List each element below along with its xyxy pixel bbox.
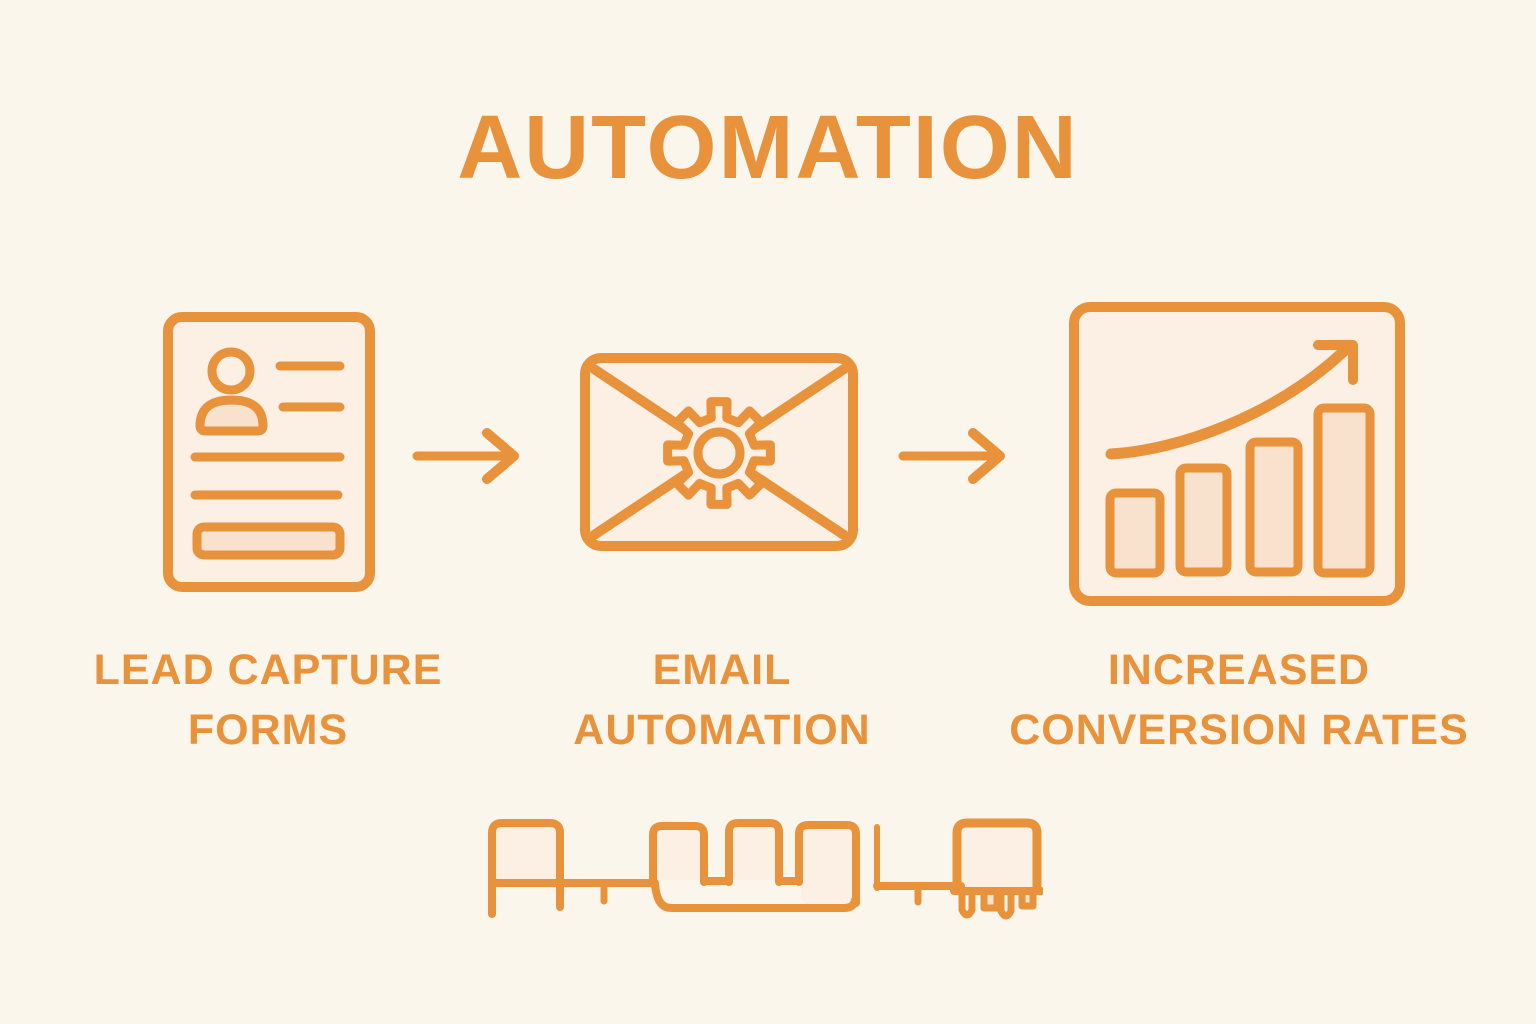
arrowhead-icon <box>1313 340 1358 385</box>
lead-capture-form-icon <box>163 312 375 599</box>
form-button-shape <box>192 522 345 560</box>
trend-curve <box>1105 346 1349 460</box>
page-title: AUTOMATION <box>457 98 1079 198</box>
form-document-icon <box>163 312 375 592</box>
label-line: AUTOMATION <box>573 706 871 754</box>
label-line: EMAIL <box>652 646 792 694</box>
label-line: CONVERSION RATES <box>1009 706 1469 754</box>
right-arrow-icon <box>412 421 536 496</box>
step-label-email-automation: EMAIL AUTOMATION <box>522 640 922 760</box>
envelope-gear-icon <box>580 353 858 551</box>
label-line: FORMS <box>187 706 349 754</box>
person-head-icon <box>207 347 255 395</box>
step-label-lead-capture-forms: LEAD CAPTURE FORMS <box>48 640 488 760</box>
conveyor-train-doodle <box>483 818 1045 929</box>
growth-chart-icon <box>1069 302 1405 611</box>
label-line: LEAD CAPTURE <box>93 646 443 694</box>
bar-chart-icon <box>1069 302 1405 606</box>
right-arrow-icon <box>898 421 1022 496</box>
label-line: INCREASED <box>1107 646 1371 694</box>
person-body-icon <box>195 395 268 436</box>
email-automation-icon <box>580 353 858 556</box>
step-label-increased-conversion-rates: INCREASED CONVERSION RATES <box>988 640 1490 760</box>
